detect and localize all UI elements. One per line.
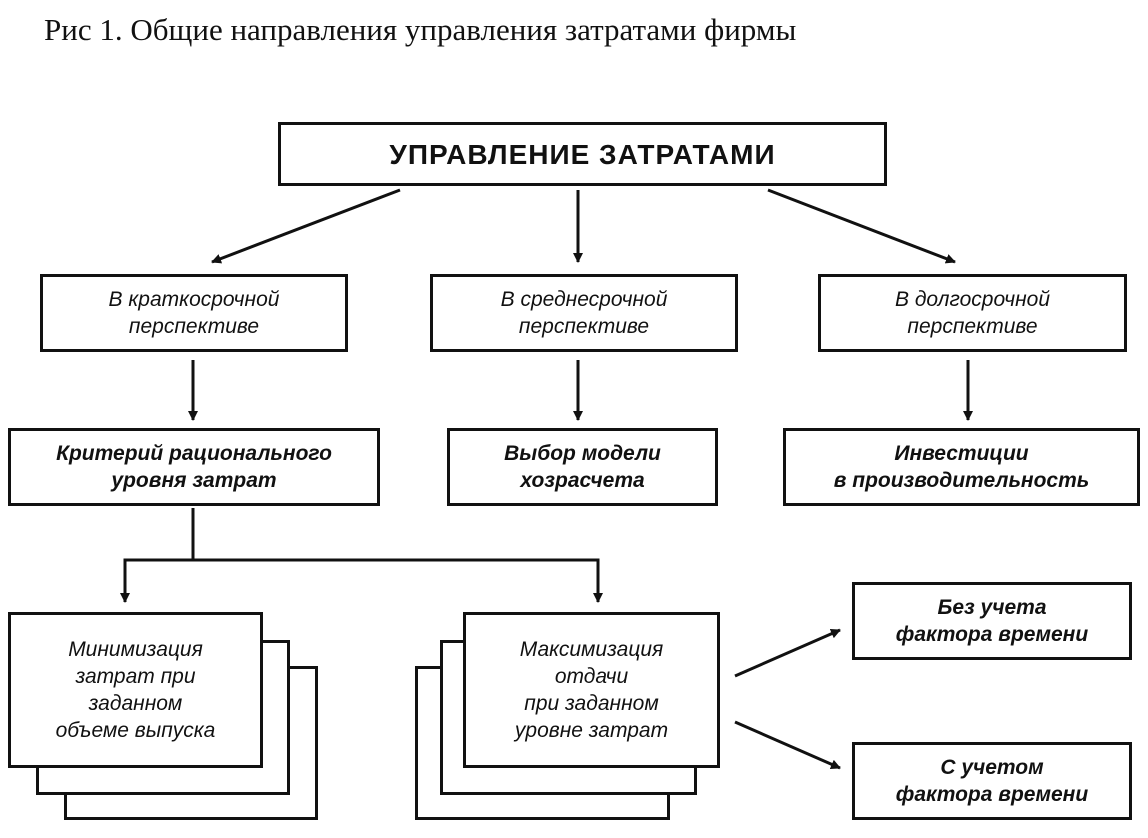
branch-line-right [193,558,603,603]
horizon-short: В краткосрочной перспективе [40,274,348,352]
branch-line [120,508,195,603]
figure-caption: Рис 1. Общие направления управления затр… [44,12,797,47]
arrow-root-short [211,188,401,264]
method-accounting-model: Выбор модели хозрасчета [447,428,718,506]
arrow-root-long [767,188,956,264]
arrow-to-with-time [734,720,841,770]
horizon-long: В долгосрочной перспективе [818,274,1127,352]
horizon-mid: В среднесрочной перспективе [430,274,738,352]
criterion-maximization: Максимизация отдачи при заданном уровне … [463,612,720,768]
method-rational-cost: Критерий рационального уровня затрат [8,428,380,506]
criterion-minimization: Минимизация затрат при заданном объеме в… [8,612,263,768]
method-investment: Инвестиции в производительность [783,428,1140,506]
without-time-factor: Без учета фактора времени [852,582,1132,660]
arrow-to-no-time [734,628,841,678]
root-box: УПРАВЛЕНИЕ ЗАТРАТАМИ [278,122,887,186]
with-time-factor: С учетом фактора времени [852,742,1132,820]
